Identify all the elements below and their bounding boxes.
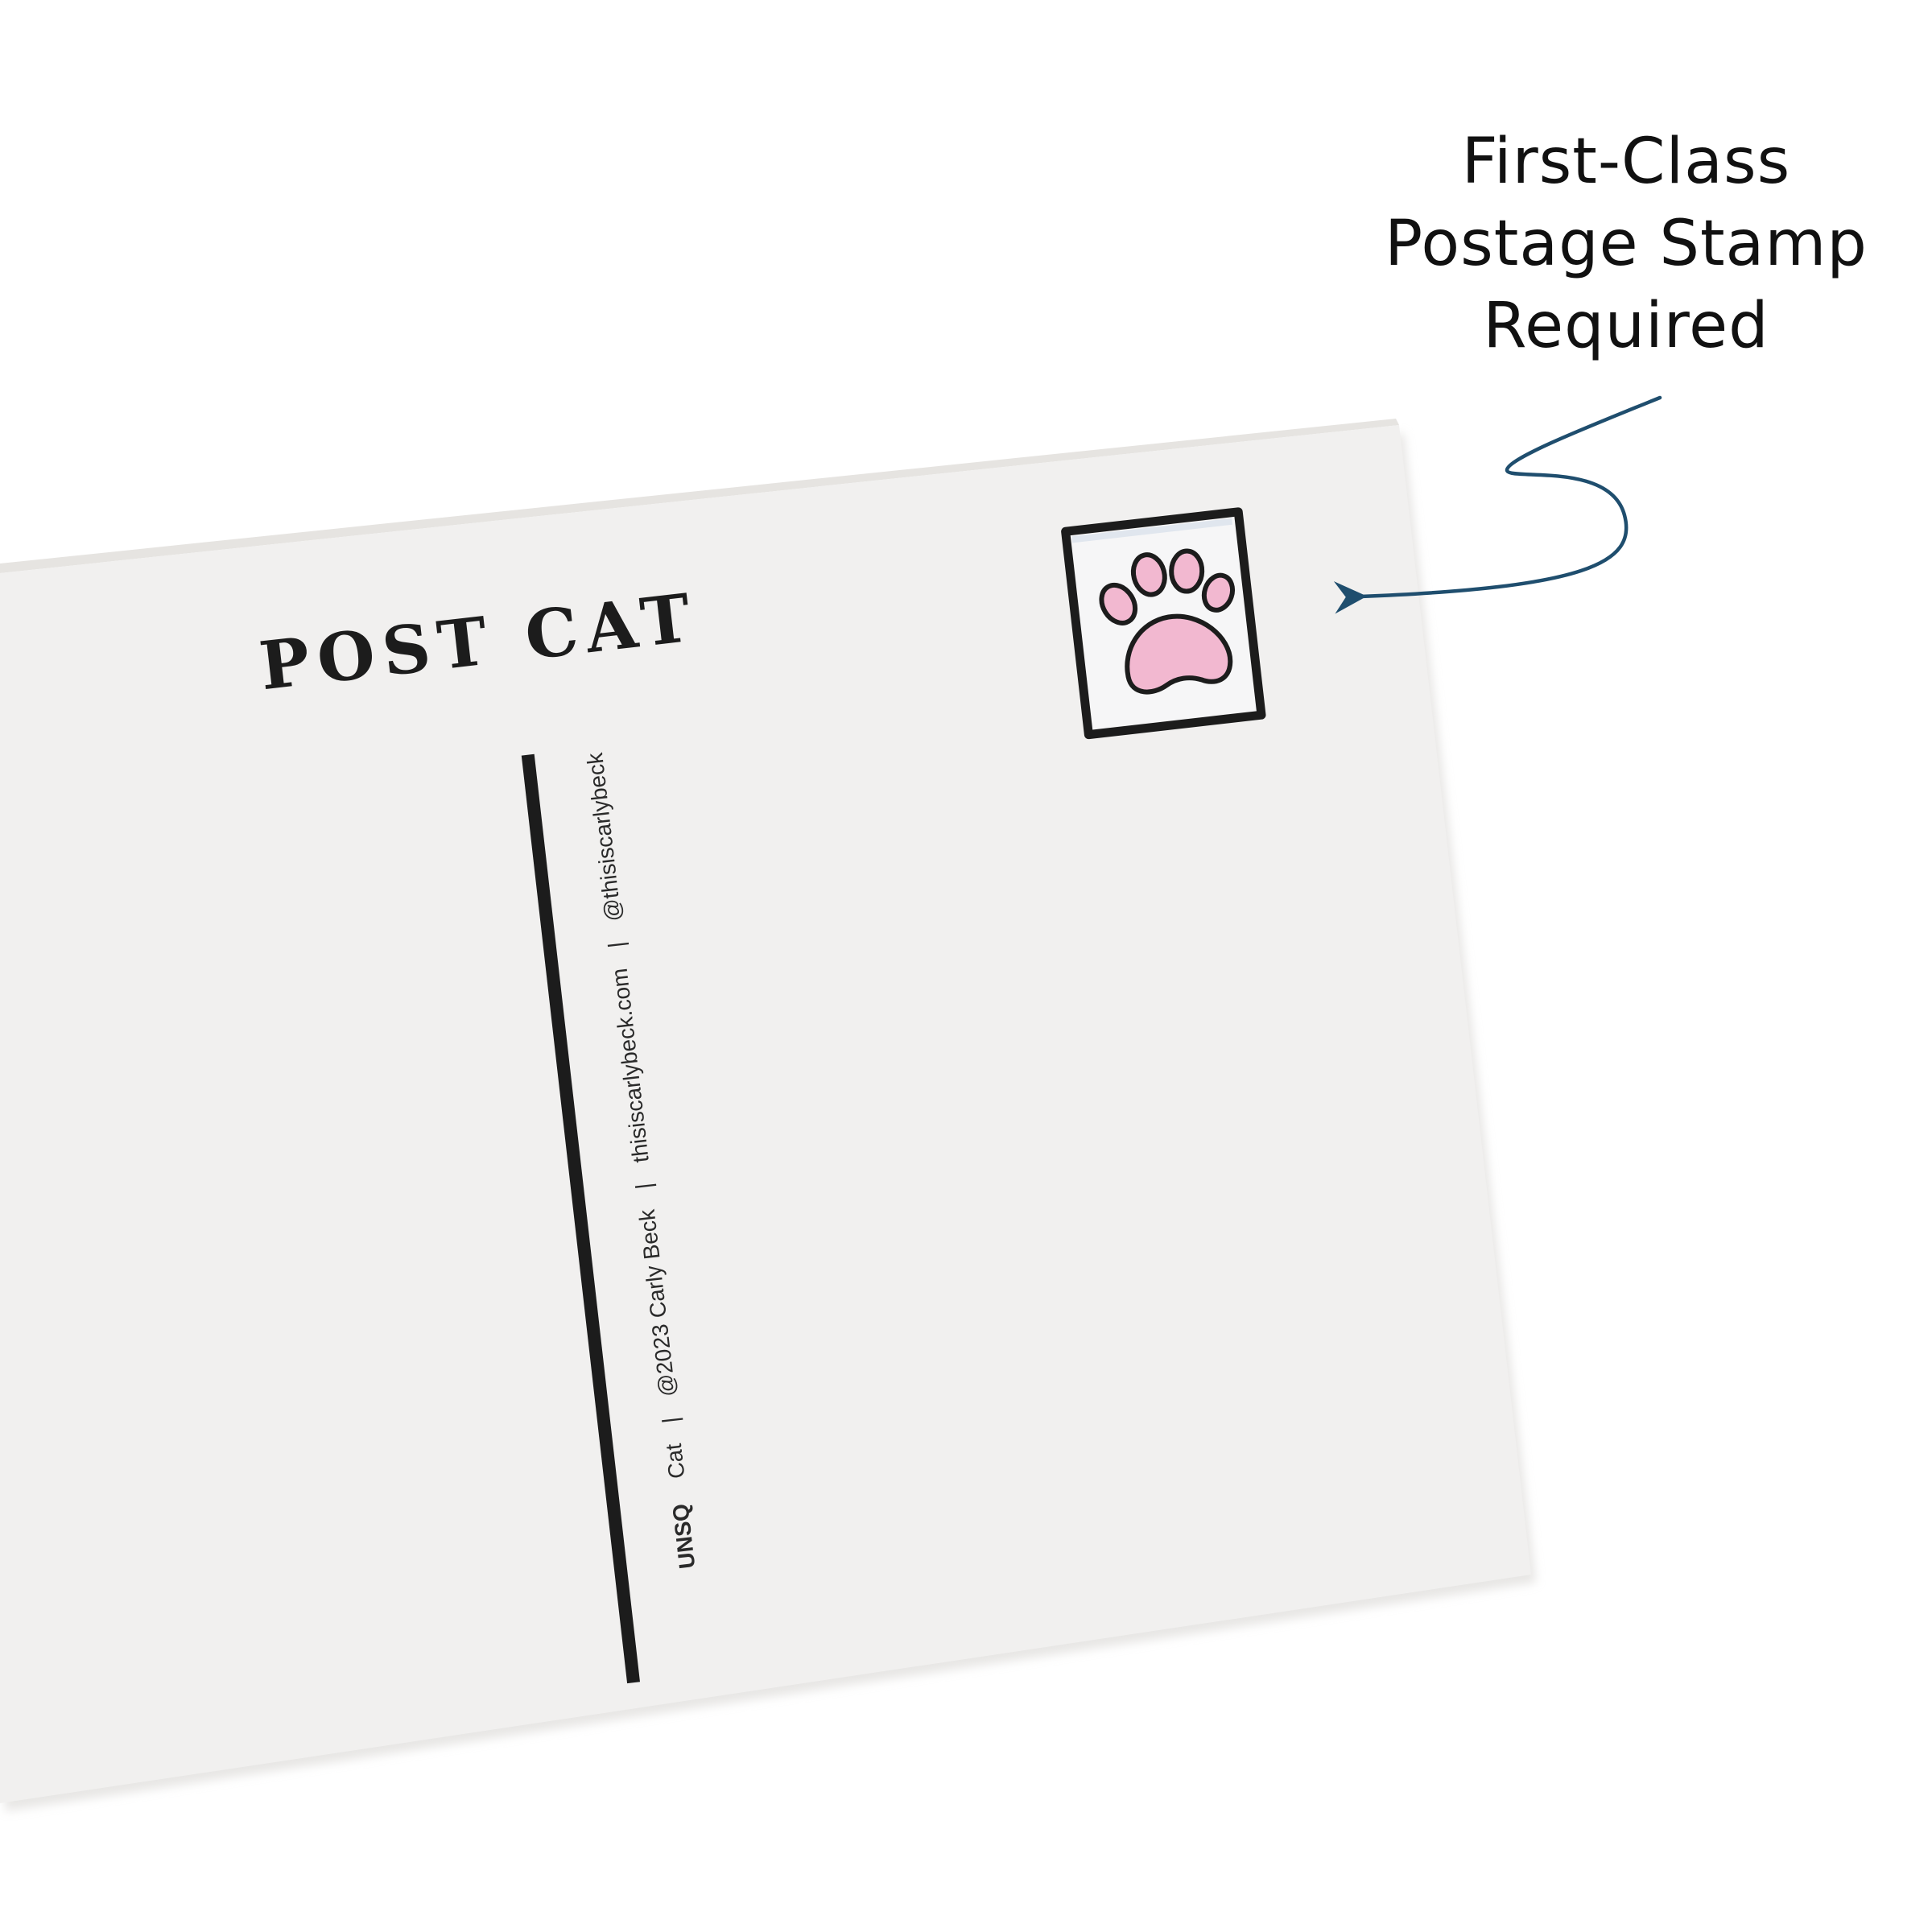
paw-toe-4	[1201, 572, 1236, 613]
callout-line-3: Required	[1483, 290, 1769, 362]
postcard	[0, 425, 1531, 1803]
imprint-separator-3: |	[604, 940, 630, 949]
callout-line-1: First-Class	[1461, 126, 1791, 198]
paw-toe-1	[1099, 582, 1138, 625]
paw-print-icon	[1099, 548, 1236, 695]
paw-toe-2	[1130, 552, 1167, 597]
callout-line-2: Postage Stamp	[1385, 208, 1868, 280]
callout-arrow	[1333, 395, 1662, 614]
paw-main-pad	[1125, 613, 1233, 695]
imprint-separator-1: |	[658, 1416, 683, 1425]
paw-toe-3	[1169, 548, 1205, 594]
address-divider-line	[521, 753, 640, 1684]
stamp-callout: First-Class Postage Stamp Required	[1320, 121, 1932, 367]
imprint-product: Cat	[661, 1442, 690, 1480]
stamp-tint	[1071, 518, 1232, 543]
postcard-edge	[0, 419, 1399, 573]
imprint-separator-2: |	[631, 1182, 657, 1191]
stamp-box	[1061, 507, 1266, 740]
